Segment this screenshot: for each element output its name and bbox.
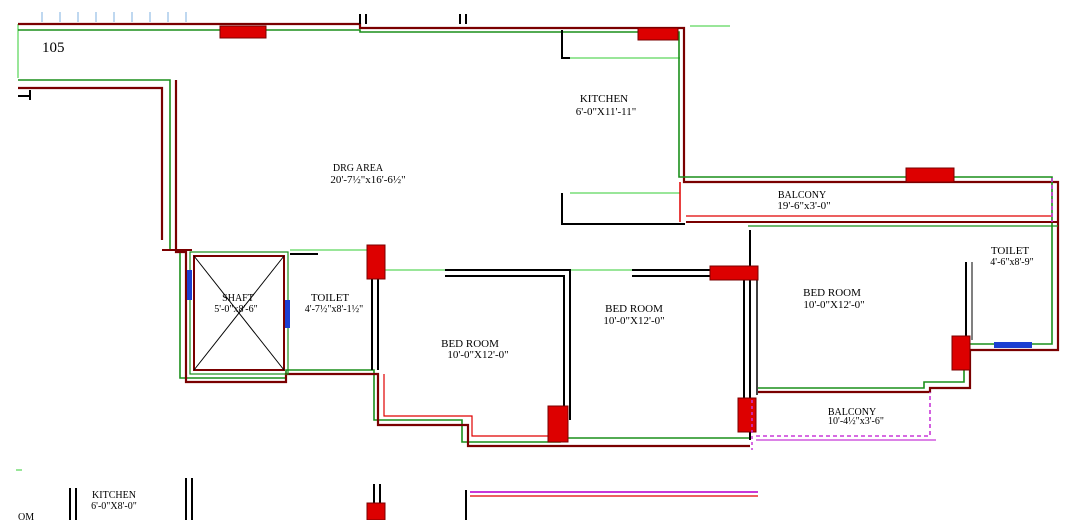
room-name-kitchen: KITCHEN (580, 93, 628, 105)
outer-walls (18, 22, 1060, 448)
room-dims-kitchen-lower: 6'-0"X8'-0" (91, 501, 137, 512)
room-dims-shaft: 5'-0"x8'-6" (214, 304, 257, 315)
room-dims-toilet-right: 4'-6"x8'-9" (990, 257, 1033, 268)
room-dims-kitchen: 6'-0"X11'-11" (576, 106, 636, 118)
window-blocks (219, 25, 971, 443)
partial-room-label: OM (18, 512, 34, 520)
balcony-bottom-walls (751, 392, 936, 450)
room-name-shaft: SHAFT (222, 293, 254, 304)
room-name-balcony-bottom: BALCONY (828, 407, 876, 418)
room-name-balcony-top: BALCONY (778, 190, 826, 201)
room-name-kitchen-lower: KITCHEN (92, 490, 136, 501)
room-dims-balcony-top: 19'-6"x3'-0" (777, 200, 830, 212)
lower-unit (69, 478, 758, 520)
room-dims-bedroom-right: 10'-0"X12'-0" (803, 299, 864, 311)
room-dims-balcony-bottom: 10'-4½"x3'-6" (828, 416, 884, 427)
room-name-toilet-right: TOILET (991, 245, 1030, 257)
room-dims-bedroom-left: 10'-0"X12'-0" (447, 349, 508, 361)
unit-number: 105 (42, 40, 65, 56)
room-name-toilet-left: TOILET (311, 292, 350, 304)
room-dims-toilet-left: 4'-7½"x8'-1½" (305, 304, 363, 315)
glass-panels (187, 270, 1032, 348)
room-name-bedroom-left: BED ROOM (441, 338, 499, 350)
room-name-bedroom-middle: BED ROOM (605, 303, 663, 315)
room-dims-bedroom-middle: 10'-0"X12'-0" (603, 315, 664, 327)
room-name-bedroom-right: BED ROOM (803, 287, 861, 299)
internal-walls (290, 14, 750, 420)
top-ticks (41, 12, 187, 22)
room-dims-drg-area: 20'-7½"x16'-6½" (330, 174, 405, 186)
balcony-top-walls (679, 178, 1058, 227)
room-name-drg-area: DRG AREA (333, 163, 384, 174)
kitchen-walls (561, 30, 685, 225)
